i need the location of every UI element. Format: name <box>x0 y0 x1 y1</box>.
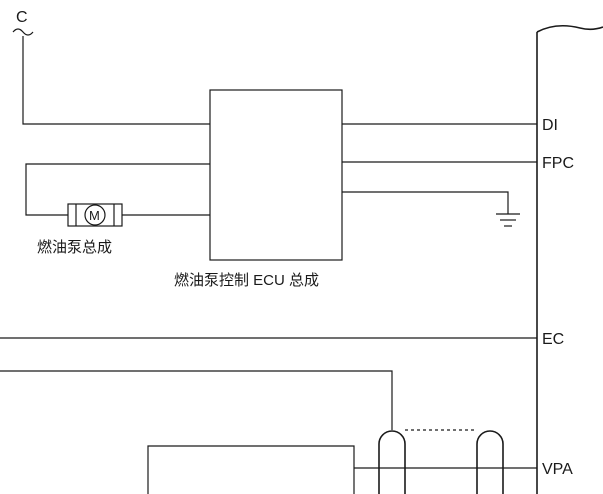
fuel-pump-ecu: 燃油泵控制 ECU 总成 <box>174 89 343 289</box>
wire-c-to-ecu <box>22 36 210 125</box>
shield-left <box>378 430 406 494</box>
fuel-pump-ecu-box <box>209 89 343 261</box>
connector-c: C <box>12 9 210 125</box>
pin-vpa-label: VPA <box>542 461 573 478</box>
motor-symbol-label: M <box>89 208 100 223</box>
connector-c-label: C <box>16 9 28 26</box>
fuel-pump-assembly: M 燃油泵总成 <box>25 163 210 256</box>
shield-right <box>476 430 504 494</box>
ecu-outline <box>536 24 603 494</box>
wire-sensor-feed <box>0 370 393 430</box>
pin-fpc-label: FPC <box>542 155 574 172</box>
fuel-pump-ecu-label: 燃油泵控制 ECU 总成 <box>174 271 319 289</box>
pump-body <box>67 203 123 227</box>
connector-c-break-symbol <box>12 28 34 36</box>
shielded-pair <box>378 429 504 494</box>
pin-ec-label: EC <box>542 331 564 348</box>
wire-pump-loop-top <box>25 163 210 216</box>
fuel-pump-label: 燃油泵总成 <box>37 238 112 256</box>
ecu-top-break <box>536 24 603 33</box>
sensor-box <box>147 445 355 494</box>
pin-di-label: DI <box>542 117 558 134</box>
ground-icon <box>496 213 520 227</box>
wire-ground <box>342 191 509 214</box>
motor-icon <box>84 204 106 226</box>
